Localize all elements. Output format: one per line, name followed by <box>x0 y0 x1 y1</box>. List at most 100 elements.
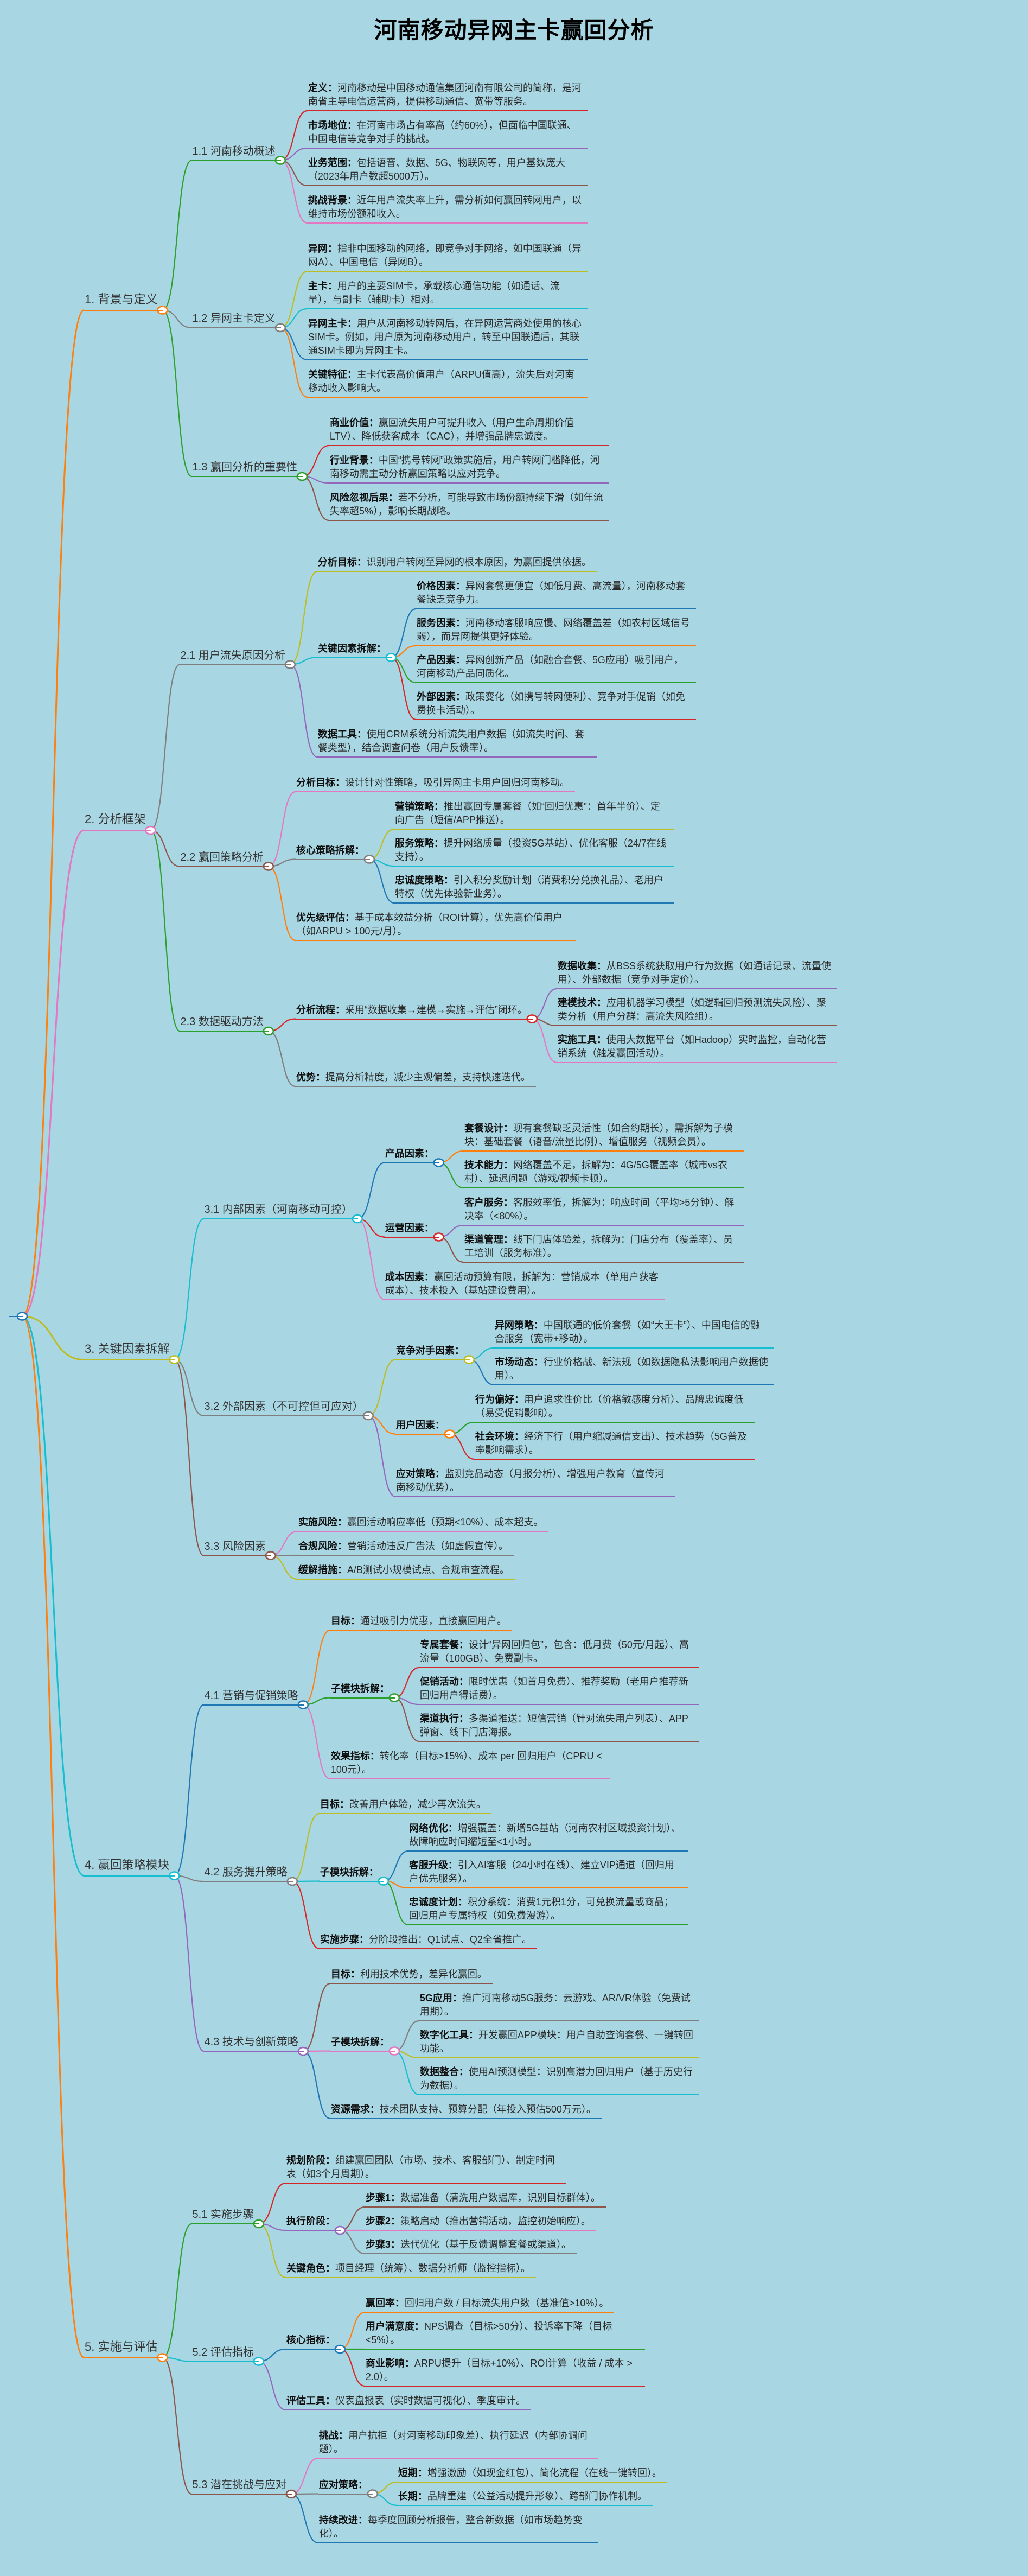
node-root-1-3-1-label[interactable]: 商业价值：赢回流失用户可提升收入（用户生命周期价值LTV）、降低获客成本（CAC… <box>328 416 609 446</box>
node-root-label[interactable] <box>9 1308 23 1317</box>
node-root-4-3-label[interactable]: 4.3 技术与创新策略 <box>203 2035 304 2052</box>
node-root-3-2-1-2-label[interactable]: 市场动态：行业价格战、新法规（如数据隐私法影响用户数据使用）。 <box>493 1356 774 1385</box>
node-root-5-2-1-2-label[interactable]: 用户满意度：NPS调查（目标>50分）、投诉率下降（目标<5%）。 <box>364 2320 645 2350</box>
node-root-4-2-2-3-label[interactable]: 忠诚度计划：积分系统：消费1元积1分，可兑换流量或商品；回归用户专属特权（如免费… <box>407 1896 688 1925</box>
node-root-1-1-4-label[interactable]: 挑战背景：近年用户流失率上升，需分析如何赢回转网用户，以维持市场份额和收入。 <box>307 194 588 224</box>
node-root-5-1-1-label[interactable]: 规划阶段：组建赢回团队（市场、技术、客服部门）、制定时间表（如3个月周期）。 <box>285 2154 566 2184</box>
node-root-2-1-2-1-label[interactable]: 价格因素：异网套餐更便宜（如低月费、高流量），河南移动套餐缺乏竞争力。 <box>415 580 696 609</box>
node-root-5-1-2-3-label[interactable]: 步骤3：迭代优化（基于反馈调整套餐或渠道）。 <box>364 2238 577 2254</box>
node-root-4-3-2-2-label[interactable]: 数字化工具：开发赢回APP模块：用户自助查询套餐、一键转回功能。 <box>418 2028 699 2058</box>
node-root-5-1-3-label[interactable]: 关键角色：项目经理（统筹）、数据分析师（监控指标）。 <box>285 2262 536 2278</box>
node-root-5-label[interactable]: 5. 实施与评估 <box>84 2339 163 2358</box>
node-root-5-2-1-label[interactable]: 核心指标： <box>285 2333 341 2350</box>
node-root-1-3-3-label[interactable]: 风险忽视后果：若不分析，可能导致市场份额持续下滑（如年流失率超5%），影响长期战… <box>328 491 609 521</box>
node-root-2-1-2-4-label[interactable]: 外部因素：政策变化（如携号转网便利）、竞争对手促销（如免费换卡活动）。 <box>415 690 696 720</box>
node-root-5-3-3-label[interactable]: 持续改进：每季度回顾分析报告，整合新数据（如市场趋势变化）。 <box>317 2514 598 2543</box>
node-root-4-2-2-label[interactable]: 子模块拆解： <box>318 1866 384 1882</box>
node-root-3-1-2-2-label[interactable]: 渠道管理：线下门店体验差，拆解为：门店分布（覆盖率）、员工培训（服务标准）。 <box>463 1233 744 1263</box>
node-root-5-1-2-1-label[interactable]: 步骤1：数据准备（清洗用户数据库，识别目标群体）。 <box>364 2191 606 2208</box>
node-root-1-1-2-label[interactable]: 市场地位：在河南市场占有率高（约60%），但面临中国联通、中国电信等竞争对手的挑… <box>307 119 588 149</box>
node-root-3-1-1-label[interactable]: 产品因素： <box>384 1147 439 1163</box>
node-root-2-2-2-3-label[interactable]: 忠诚度策略：引入积分奖励计划（消费积分兑换礼品）、老用户特权（优先体验新业务）。 <box>393 874 674 904</box>
node-root-5-2-1-1-label[interactable]: 赢回率：回归用户数 / 目标流失用户数（基准值>10%）。 <box>364 2297 615 2313</box>
node-root-4-1-label[interactable]: 4.1 营销与促销策略 <box>203 1689 304 1706</box>
node-root-3-1-2-1-label[interactable]: 客户服务：客服效率低，拆解为：响应时间（平均>5分钟）、解决率（<80%）。 <box>463 1196 744 1226</box>
node-root-2-3-2-label[interactable]: 优势：提高分析精度，减少主观偏差，支持快速迭代。 <box>295 1071 536 1087</box>
node-root-3-3-2-label[interactable]: 合规风险：营销活动违反广告法（如虚假宣传）。 <box>297 1540 514 1556</box>
node-root-1-2-2-label[interactable]: 主卡：用户的主要SIM卡，承载核心通信功能（如通话、流量），与副卡（辅助卡）相对… <box>307 279 588 309</box>
node-root-2-3-1-1-label[interactable]: 数据收集：从BSS系统获取用户行为数据（如通话记录、流量使用）、外部数据（竞争对… <box>556 959 837 989</box>
node-root-5-1-2-label[interactable]: 执行阶段： <box>285 2215 341 2231</box>
node-root-3-1-1-2-label[interactable]: 技术能力：网络覆盖不足，拆解为：4G/5G覆盖率（城市vs农村）、延迟问题（游戏… <box>463 1159 744 1188</box>
node-root-3-2-2-label[interactable]: 用户因素： <box>394 1419 450 1435</box>
node-root-2-3-label[interactable]: 2.3 数据驱动方法 <box>179 1015 269 1032</box>
node-root-2-2-2-label[interactable]: 核心策略拆解： <box>295 844 370 860</box>
node-root-2-3-1-2-label[interactable]: 建模技术：应用机器学习模型（如逻辑回归预测流失风险）、聚类分析（用户分群：高流失… <box>556 996 837 1026</box>
node-root-2-1-2-2-label[interactable]: 服务因素：河南移动客服响应慢、网络覆盖差（如农村区域信号弱），而异网提供更好体验… <box>415 616 696 646</box>
node-root-3-1-2-label[interactable]: 运营因素： <box>384 1222 439 1238</box>
node-root-4-2-label[interactable]: 4.2 服务提升策略 <box>203 1865 293 1882</box>
node-root-2-2-1-label[interactable]: 分析目标：设计针对性策略，吸引异网主卡用户回归河南移动。 <box>295 776 575 792</box>
node-root-5-2-1-3-label[interactable]: 商业影响：ARPU提升（目标+10%）、ROI计算（收益 / 成本 > 2.0）… <box>364 2357 645 2387</box>
node-root-3-label[interactable]: 3. 关键因素拆解 <box>84 1341 175 1360</box>
node-root-1-2-3-label[interactable]: 异网主卡：用户从河南移动转网后，在异网运营商处使用的核心SIM卡。例如，用户原为… <box>307 317 588 360</box>
node-root-3-3-1-label[interactable]: 实施风险：赢回活动响应率低（预期<10%）、成本超支。 <box>297 1516 549 1532</box>
node-root-2-2-2-2-label[interactable]: 服务策略：提升网络质量（投资5G基站）、优化客服（24/7在线支持）。 <box>393 837 674 867</box>
node-root-1-2-4-label[interactable]: 关键特征：主卡代表高价值用户（ARPU值高），流失后对河南移动收入影响大。 <box>307 368 588 398</box>
node-root-3-3-3-label[interactable]: 缓解措施：A/B测试小规模试点、合规审查流程。 <box>297 1563 515 1580</box>
node-root-2-label[interactable]: 2. 分析框架 <box>84 812 151 831</box>
node-root-5-2-label[interactable]: 5.2 评估指标 <box>191 2345 259 2362</box>
node-root-1-2-label[interactable]: 1.2 异网主卡定义 <box>191 311 281 328</box>
node-root-3-2-label[interactable]: 3.2 外部因素（不可控但可应对） <box>203 1400 369 1416</box>
node-root-4-1-1-label[interactable]: 目标：通过吸引力优惠，直接赢回用户。 <box>329 1614 512 1631</box>
node-root-3-1-1-1-label[interactable]: 套餐设计：现有套餐缺乏灵活性（如合约期长），需拆解为子模块：基础套餐（语音/流量… <box>463 1122 744 1152</box>
node-root-4-1-3-label[interactable]: 效果指标：转化率（目标>15%）、成本 per 回归用户（CPRU < 100元… <box>329 1750 610 1779</box>
node-root-4-1-2-3-label[interactable]: 渠道执行：多渠道推送：短信营销（针对流失用户列表）、APP弹窗、线下门店海报。 <box>418 1712 699 1742</box>
node-root-3-3-label[interactable]: 3.3 风险因素 <box>203 1540 271 1556</box>
node-root-2-2-3-label[interactable]: 优先级评估：基于成本效益分析（ROI计算），优先高价值用户（如ARPU > 10… <box>295 911 576 941</box>
node-root-4-1-2-1-label[interactable]: 专属套餐：设计“异网回归包”，包含：低月费（50元/月起）、高流量（100GB）… <box>418 1638 699 1668</box>
node-root-3-1-label[interactable]: 3.1 内部因素（河南移动可控） <box>203 1203 358 1219</box>
node-root-3-2-3-label[interactable]: 应对策略：监测竞品动态（月报分析）、增强用户教育（宣传河南移动优势）。 <box>394 1467 675 1497</box>
node-root-2-3-1-label[interactable]: 分析流程：采用“数据收集→建模→实施→评估”闭环。 <box>295 1003 533 1020</box>
node-root-3-2-1-label[interactable]: 竞争对手因素： <box>394 1344 470 1360</box>
node-root-4-2-2-1-label[interactable]: 网络优化：增强覆盖：新增5G基站（河南农村区域投资计划）、故障响应时间缩短至<1… <box>407 1822 688 1852</box>
node-root-5-3-2-2-label[interactable]: 长期：品牌重建（公益活动提升形象）、跨部门协作机制。 <box>397 2490 653 2506</box>
node-root-1-3-2-label[interactable]: 行业背景：中国“携号转网”政策实施后，用户转网门槛降低，河南移动需主动分析赢回策… <box>328 454 609 484</box>
node-root-4-2-3-label[interactable]: 实施步骤：分阶段推出：Q1试点、Q2全省推广。 <box>318 1933 537 1949</box>
node-root-2-2-label[interactable]: 2.2 赢回策略分析 <box>179 850 269 867</box>
node-root-5-1-label[interactable]: 5.1 实施步骤 <box>191 2208 259 2224</box>
node-root-3-2-2-2-label[interactable]: 社会环境：经济下行（用户缩减通信支出）、技术趋势（5G普及率影响需求）。 <box>474 1430 755 1460</box>
node-root-1-label[interactable]: 1. 背景与定义 <box>84 292 163 311</box>
node-root-4-3-2-3-label[interactable]: 数据整合：使用AI预测模型：识别高潜力回归用户（基于历史行为数据）。 <box>418 2065 699 2095</box>
node-root-5-3-1-label[interactable]: 挑战：用户抗拒（对河南移动印象差）、执行延迟（内部协调问题）。 <box>317 2429 598 2459</box>
node-root-1-3-label[interactable]: 1.3 赢回分析的重要性 <box>191 460 303 477</box>
node-root-3-1-3-label[interactable]: 成本因素：赢回活动预算有限，拆解为：营销成本（单用户获客成本）、技术投入（基站建… <box>384 1270 665 1300</box>
node-root-4-2-2-2-label[interactable]: 客服升级：引入AI客服（24小时在线）、建立VIP通道（回归用户优先服务）。 <box>407 1859 688 1888</box>
node-root-4-3-1-label[interactable]: 目标：利用技术优势，差异化赢回。 <box>329 1968 493 1984</box>
node-root-4-label[interactable]: 4. 赢回策略模块 <box>84 1858 175 1877</box>
node-root-3-2-2-1-label[interactable]: 行为偏好：用户追求性价比（价格敏感度分析）、品牌忠诚度低（易受促销影响）。 <box>474 1393 755 1423</box>
node-root-4-3-2-1-label[interactable]: 5G应用：推广河南移动5G服务：云游戏、AR/VR体验（免费试用期）。 <box>418 1992 699 2021</box>
node-root-3-2-1-1-label[interactable]: 异网策略：中国联通的低价套餐（如“大王卡”）、中国电信的融合服务（宽带+移动）。 <box>493 1319 774 1349</box>
node-root-1-1-3-label[interactable]: 业务范围：包括语音、数据、5G、物联网等，用户基数庞大（2023年用户数超500… <box>307 156 588 186</box>
node-root-2-1-1-label[interactable]: 分析目标：识别用户转网至异网的根本原因，为赢回提供依据。 <box>316 556 597 572</box>
node-root-2-1-label[interactable]: 2.1 用户流失原因分析 <box>179 648 291 665</box>
node-root-4-1-2-label[interactable]: 子模块拆解： <box>329 1682 395 1699</box>
node-root-5-3-2-1-label[interactable]: 短期：增强激励（如现金红包）、简化流程（在线一键转回）。 <box>397 2466 667 2483</box>
node-root-2-2-2-1-label[interactable]: 营销策略：推出赢回专属套餐（如“回归优惠”：首年半价）、定向广告（短信/APP推… <box>393 800 674 830</box>
node-root-4-3-3-label[interactable]: 资源需求：技术团队支持、预算分配（年投入预估500万元）。 <box>329 2103 602 2119</box>
node-root-2-1-2-3-label[interactable]: 产品因素：异网创新产品（如融合套餐、5G应用）吸引用户，河南移动产品同质化。 <box>415 653 696 683</box>
node-root-4-1-2-2-label[interactable]: 促销活动：限时优惠（如首月免费）、推荐奖励（老用户推荐新回归用户得话费）。 <box>418 1675 699 1705</box>
node-root-2-1-2-label[interactable]: 关键因素拆解： <box>316 642 392 658</box>
node-root-2-1-3-label[interactable]: 数据工具：使用CRM系统分析流失用户数据（如流失时间、套餐类型），结合调查问卷（… <box>316 728 597 758</box>
node-root-5-1-2-2-label[interactable]: 步骤2：策略启动（推出营销活动，监控初始响应）。 <box>364 2215 596 2231</box>
node-root-4-3-2-label[interactable]: 子模块拆解： <box>329 2036 395 2052</box>
node-root-1-1-label[interactable]: 1.1 河南移动概述 <box>191 144 281 161</box>
node-root-5-3-label[interactable]: 5.3 潜在挑战与应对 <box>191 2478 292 2495</box>
node-root-2-3-1-3-label[interactable]: 实施工具：使用大数据平台（如Hadoop）实时监控，自动化营销系统（触发赢回活动… <box>556 1033 837 1063</box>
node-root-4-2-1-label[interactable]: 目标：改善用户体验，减少再次流失。 <box>318 1798 491 1814</box>
node-root-5-2-2-label[interactable]: 评估工具：仪表盘报表（实时数据可视化）、季度审计。 <box>285 2394 531 2410</box>
node-root-1-1-1-label[interactable]: 定义：河南移动是中国移动通信集团河南有限公司的简称，是河南省主导电信运营商，提供… <box>307 81 588 111</box>
node-root-5-3-2-label[interactable]: 应对策略： <box>317 2478 373 2495</box>
